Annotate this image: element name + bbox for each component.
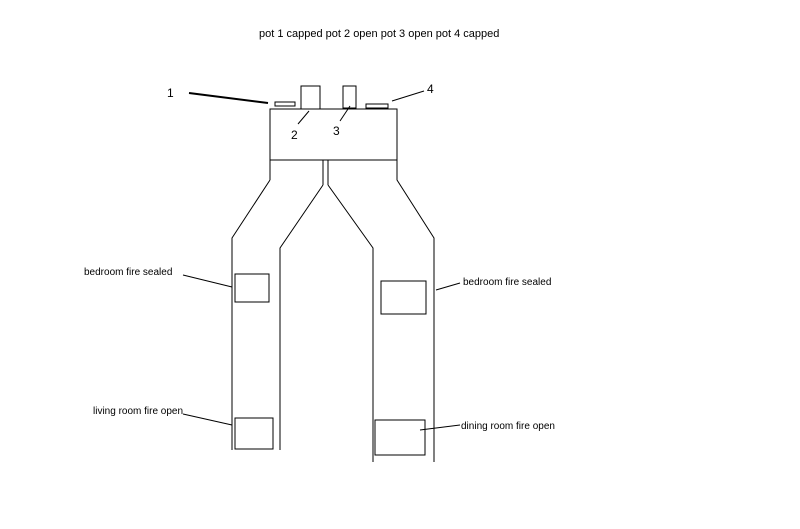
pot-1-capped (274, 101, 296, 107)
pot-2-open (300, 85, 321, 110)
left-flue-outer-wall (231, 179, 271, 450)
right-upper-fire-label: bedroom fire sealed (463, 277, 551, 288)
right-lower-fire-label: dining room fire open (461, 421, 555, 432)
right-upper-fireplace (380, 280, 427, 315)
left-lower-fireplace (234, 417, 274, 450)
pot-3-label: 3 (333, 124, 340, 138)
chimney-stack (269, 108, 398, 161)
left-upper-fireplace (234, 273, 270, 303)
diagram-title: pot 1 capped pot 2 open pot 3 open pot 4… (259, 28, 499, 40)
right-upper-pointer (435, 282, 461, 291)
pot-4-label: 4 (427, 82, 434, 96)
pot-3-open (342, 85, 357, 109)
left-upper-fire-label: bedroom fire sealed (84, 267, 172, 278)
right-flue-outer-wall (396, 160, 435, 462)
pot-3-pointer (339, 105, 351, 122)
pot-2-pointer (297, 110, 310, 125)
right-lower-pointer (419, 424, 461, 431)
pot-1-label: 1 (167, 86, 174, 100)
right-flue-inner-wall (327, 184, 374, 462)
pot-2-label: 2 (291, 128, 298, 142)
left-upper-pointer (182, 274, 233, 288)
pot-4-pointer (391, 90, 425, 102)
left-lower-fire-label: living room fire open (93, 406, 183, 417)
left-lower-pointer (182, 413, 233, 426)
pot-1-pointer (188, 92, 269, 104)
pot-4-capped (365, 103, 389, 109)
left-flue-inner-wall (279, 184, 324, 450)
right-lower-fireplace (374, 419, 426, 456)
